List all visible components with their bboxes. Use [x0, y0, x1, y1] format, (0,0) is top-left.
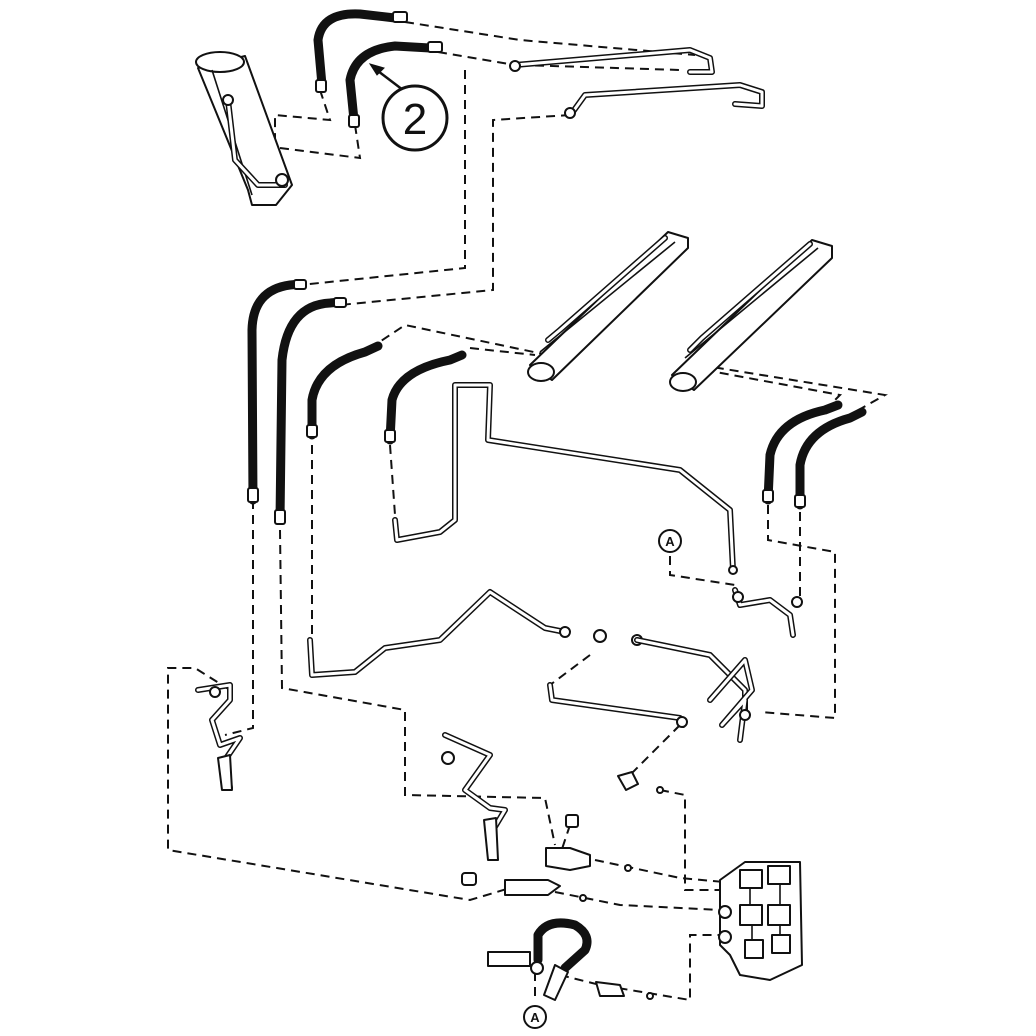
callout-2: 2 [368, 63, 449, 152]
right-coil-tube [707, 657, 755, 743]
top-left-cylinder [195, 51, 293, 206]
middle-left-cylinder [527, 231, 689, 382]
long-left-hoses [247, 279, 467, 525]
valve-fittings [461, 814, 654, 1000]
top-hoses [313, 9, 443, 128]
control-valve-block [718, 861, 803, 981]
middle-long-tube [392, 382, 738, 575]
right-hoses [762, 400, 867, 510]
reference-label-bottom: A [530, 1010, 540, 1025]
top-right-tubes [509, 47, 765, 119]
middle-right-cylinder [669, 239, 833, 392]
center-bent-tube [441, 732, 508, 861]
left-bent-tube [195, 682, 243, 791]
callout-number: 2 [403, 95, 427, 144]
reference-label-top: A [665, 534, 675, 549]
reference-a-bottom: A [523, 1005, 547, 1029]
lower-middle-tube [547, 682, 688, 794]
top-a-fittings [732, 587, 803, 638]
dashed-connection-lines [167, 21, 888, 1002]
lower-long-tube [307, 589, 748, 718]
bottom-loop-hose [487, 918, 592, 1001]
reference-a-top: A [658, 529, 682, 553]
